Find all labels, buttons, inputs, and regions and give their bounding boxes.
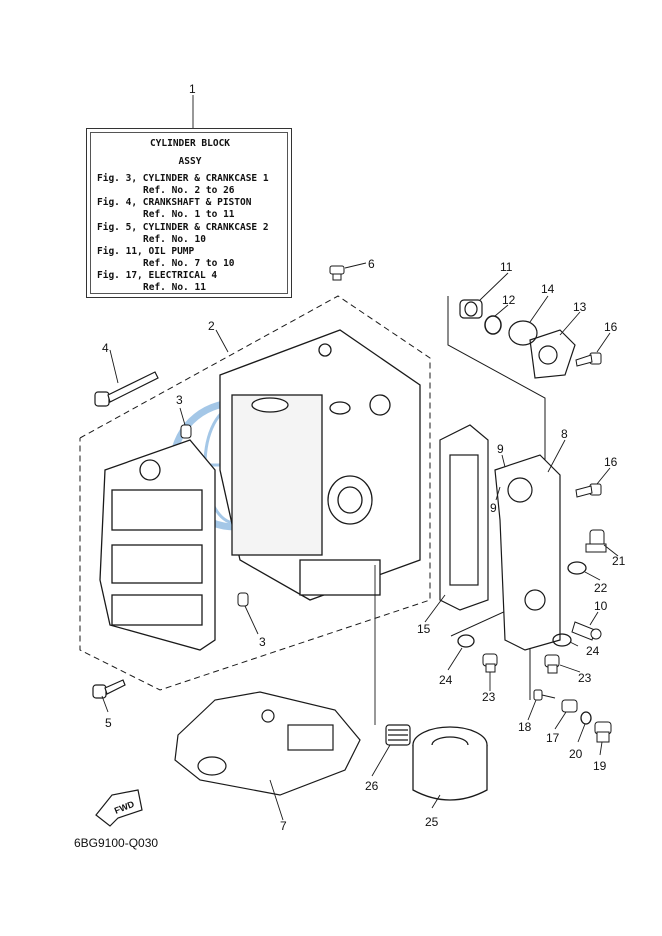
callout-16-upper: 16 bbox=[604, 320, 618, 334]
callout-26: 26 bbox=[365, 779, 379, 793]
note-ref-4: Ref. No. 1 to 11 bbox=[143, 209, 235, 220]
callout-17: 17 bbox=[546, 731, 560, 745]
washer-20 bbox=[580, 711, 592, 725]
crankcase bbox=[99, 439, 216, 651]
callout-4: 4 bbox=[102, 341, 109, 355]
callout-21: 21 bbox=[612, 554, 626, 568]
note-box-inner-border bbox=[90, 132, 288, 294]
note-fig-4: Fig. 4, CRANKSHAFT & PISTON bbox=[97, 197, 252, 208]
thermostat-cover-13 bbox=[529, 329, 576, 379]
callout-9-upper: 9 bbox=[497, 442, 504, 456]
plug-21 bbox=[585, 529, 607, 553]
crankcase-group-outline bbox=[79, 295, 431, 691]
callout-14: 14 bbox=[541, 282, 555, 296]
oil-filter-25 bbox=[412, 726, 488, 801]
note-title-line2: ASSY bbox=[178, 156, 202, 167]
bolt-5 bbox=[92, 679, 126, 699]
sleeve-17 bbox=[561, 699, 578, 713]
callout-23-right: 23 bbox=[578, 671, 592, 685]
fitting-10 bbox=[571, 621, 602, 641]
callout-20: 20 bbox=[569, 747, 583, 761]
plug-23-right bbox=[544, 654, 560, 674]
fitting-26 bbox=[385, 724, 411, 746]
callout-24-right: 24 bbox=[586, 644, 600, 658]
cylinder-block bbox=[219, 329, 421, 601]
note-fig-5: Fig. 5, CYLINDER & CRANKCASE 2 bbox=[97, 222, 269, 233]
note-fig-17: Fig. 17, ELECTRICAL 4 bbox=[97, 270, 218, 281]
thermostat-11 bbox=[459, 299, 483, 319]
callout-25: 25 bbox=[425, 815, 439, 829]
callout-8: 8 bbox=[561, 427, 568, 441]
oil-pump-cover-8 bbox=[494, 454, 561, 651]
callout-23-left: 23 bbox=[482, 690, 496, 704]
plug-19 bbox=[594, 721, 612, 743]
callout-10: 10 bbox=[594, 599, 608, 613]
note-ref-3: Ref. No. 2 to 26 bbox=[143, 185, 235, 196]
plug-6 bbox=[329, 265, 345, 281]
note-ref-11: Ref. No. 7 to 10 bbox=[143, 258, 235, 269]
callout-24-left: 24 bbox=[439, 673, 453, 687]
callout-13: 13 bbox=[573, 300, 587, 314]
callout-16-lower: 16 bbox=[604, 455, 618, 469]
leader-lines bbox=[101, 95, 619, 821]
callout-12: 12 bbox=[502, 293, 516, 307]
callout-11: 11 bbox=[500, 260, 513, 274]
callout-6: 6 bbox=[368, 257, 375, 271]
callout-7: 7 bbox=[280, 819, 287, 833]
bolt-4 bbox=[94, 371, 159, 407]
note-ref-5: Ref. No. 10 bbox=[143, 234, 206, 245]
ring-12 bbox=[484, 315, 502, 335]
callout-18: 18 bbox=[518, 720, 532, 734]
dowel-pin-3-upper bbox=[180, 424, 192, 439]
callout-2: 2 bbox=[208, 319, 215, 333]
callout-19: 19 bbox=[593, 759, 607, 773]
note-fig-11: Fig. 11, OIL PUMP bbox=[97, 246, 195, 257]
bolt-16-upper bbox=[575, 352, 602, 367]
callout-9-lower: 9 bbox=[490, 501, 497, 515]
callout-3-lower: 3 bbox=[259, 635, 266, 649]
callout-5: 5 bbox=[105, 716, 112, 730]
plug-23-left bbox=[482, 653, 498, 673]
callout-1: 1 bbox=[189, 82, 196, 96]
gasket-15 bbox=[439, 424, 489, 611]
callout-15: 15 bbox=[417, 622, 431, 636]
note-ref-17: Ref. No. 11 bbox=[143, 282, 206, 293]
gasket-24-right bbox=[552, 633, 572, 647]
gasket-22 bbox=[567, 561, 587, 575]
note-title-line1: CYLINDER BLOCK bbox=[149, 138, 231, 149]
bolt-16-lower bbox=[575, 483, 602, 498]
callout-22: 22 bbox=[594, 581, 608, 595]
fwd-arrow-icon: FWD bbox=[95, 789, 143, 827]
assembly-note-box: CYLINDER BLOCK ASSY Fig. 3, CYLINDER & C… bbox=[86, 128, 292, 298]
gasket-7 bbox=[174, 691, 361, 796]
diagram-code: 6BG9100-Q030 bbox=[74, 836, 159, 850]
callout-labels: 1 2 3 3 4 5 6 7 8 9 9 10 11 12 13 14 15 … bbox=[102, 82, 626, 833]
gasket-14 bbox=[508, 320, 538, 346]
gasket-24-left bbox=[457, 634, 475, 648]
callout-3-upper: 3 bbox=[176, 393, 183, 407]
bolt-18 bbox=[533, 689, 556, 701]
note-fig-3: Fig. 3, CYLINDER & CRANKCASE 1 bbox=[97, 173, 269, 184]
dowel-pin-3-lower bbox=[237, 592, 249, 607]
